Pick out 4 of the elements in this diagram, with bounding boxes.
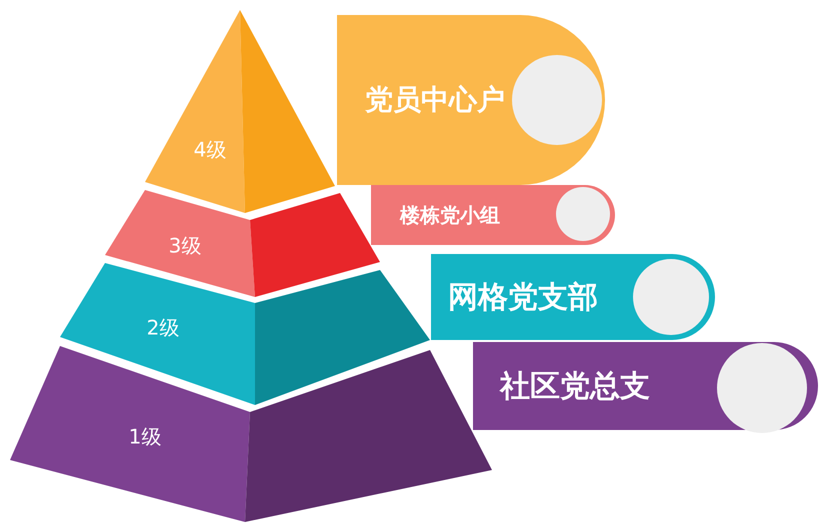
banner: 社区党总支 (473, 342, 818, 430)
banner: 党员中心户 (337, 15, 605, 185)
banner: 网格党支部 (431, 254, 715, 340)
banner: 楼栋党小组 (371, 185, 615, 245)
